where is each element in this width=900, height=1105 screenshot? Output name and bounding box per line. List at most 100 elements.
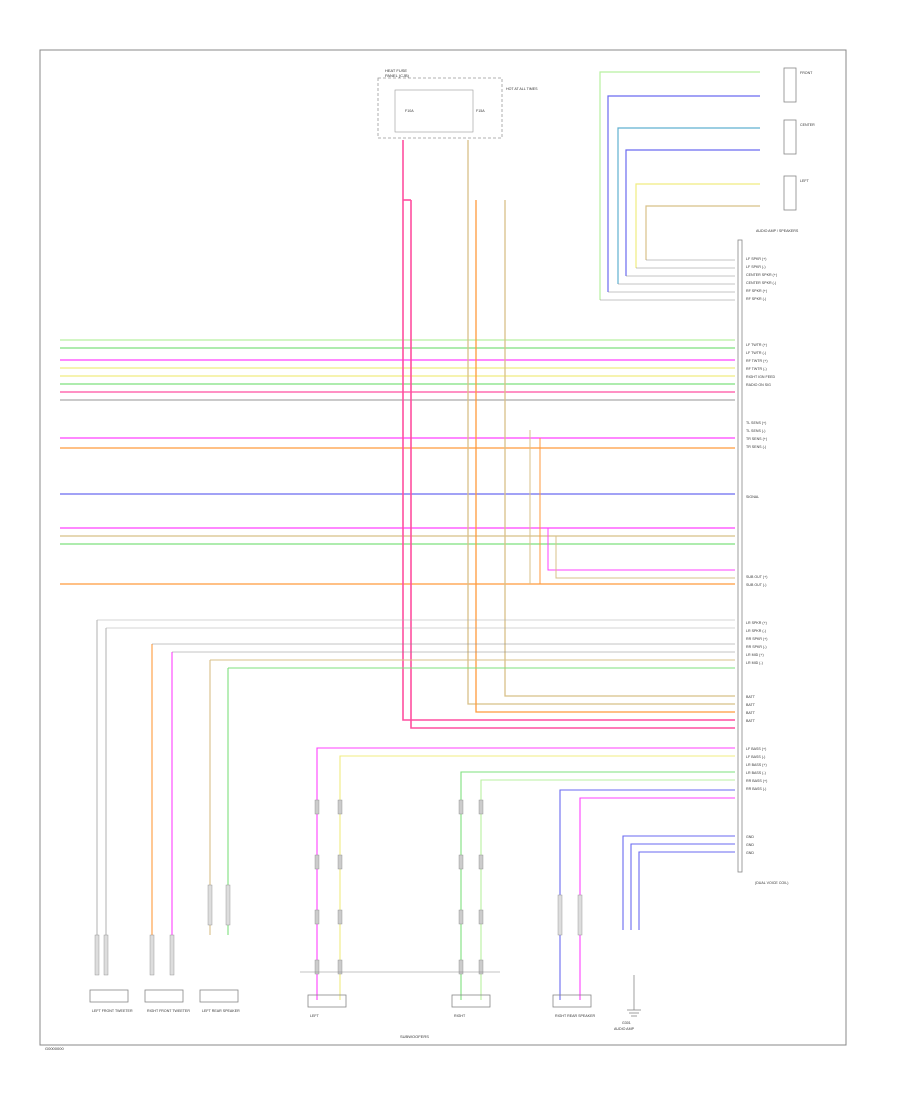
- sub-wire: [316, 747, 735, 1000]
- pin-label: LR MID (+): [746, 653, 764, 657]
- speaker-label: LEFT REAR SPEAKER: [202, 1009, 240, 1013]
- front-speakers: FRONT CENTER LEFT AUDIO AMP / SPEAKERS: [756, 67, 815, 233]
- pin-label: RF SPKR (+): [746, 289, 767, 293]
- pin-label: GND: [746, 843, 754, 847]
- fuse-a-label: F10A: [405, 109, 414, 113]
- inline-connector: [458, 854, 464, 870]
- inline-connector: [314, 959, 320, 975]
- front-wire: [599, 71, 760, 300]
- pin-label: LF BASS (+): [746, 747, 766, 751]
- inline-connector: [337, 854, 343, 870]
- pin-label: LR BASS (+): [746, 763, 767, 767]
- gnd-wire: [638, 851, 735, 930]
- front-wire: [617, 127, 760, 284]
- inline-connector: [478, 909, 484, 925]
- pin-label: RR SPKR (+): [746, 637, 767, 641]
- inline-connectors: [94, 799, 583, 976]
- inline-connector: [337, 909, 343, 925]
- inline-connector: [478, 854, 484, 870]
- gnd-wire: [622, 835, 735, 930]
- speaker-label: LEFT: [310, 1014, 320, 1018]
- sub-wire: [559, 789, 735, 1000]
- pin-label: RADIO ON SIG: [746, 383, 771, 387]
- speaker-connector: [169, 934, 175, 976]
- speaker-box: [307, 994, 347, 1008]
- speaker-connector: [577, 894, 583, 936]
- link-wire: [555, 536, 735, 579]
- front-speaker-label-0: FRONT: [800, 71, 813, 75]
- pin-label: SUB OUT (+): [746, 575, 767, 579]
- diagram-frame: [39, 49, 847, 1046]
- front-speaker-label-2: LEFT: [800, 179, 810, 183]
- front-wire: [607, 95, 760, 292]
- feed-wire: [467, 140, 735, 705]
- footer-left: G0000000: [45, 1046, 64, 1051]
- inline-connector: [314, 909, 320, 925]
- pin-label: SIGNAL: [746, 495, 759, 499]
- amp-connector-strip: [737, 239, 743, 873]
- pin-label: TL SENS (-): [746, 429, 765, 433]
- pin-label: RF TWTR (-): [746, 367, 767, 371]
- speaker-box: [451, 994, 491, 1008]
- bottom-speakers: LEFT FRONT TWEETER RIGHT FRONT TWEETER LEF…: [89, 971, 595, 1018]
- speaker-box: [552, 994, 592, 1008]
- speaker-label: RIGHT FRONT TWEETER: [147, 1009, 190, 1013]
- fuse-panel: HEAT FUSE PANEL (CJB) HOT AT ALL TIMES F…: [377, 68, 538, 139]
- front-wire: [645, 205, 760, 260]
- pin-label: LF BASS (-): [746, 755, 765, 759]
- pin-label: SUB OUT (-): [746, 583, 767, 587]
- pin-label: LF TWTR (-): [746, 351, 766, 355]
- inline-connector: [314, 854, 320, 870]
- fuse-panel-note: HOT AT ALL TIMES: [506, 87, 538, 91]
- link-wire: [547, 528, 735, 571]
- speaker-connector: [149, 934, 155, 976]
- inline-connector: [314, 799, 320, 815]
- sub-note: (DUAL VOICE COIL): [755, 881, 788, 885]
- footer-center: SUBWOOFERS: [400, 1034, 429, 1039]
- inline-connector: [478, 959, 484, 975]
- pin-label: GND: [746, 835, 754, 839]
- speaker-connector: [207, 884, 213, 926]
- pin-label: LR SPKR (+): [746, 621, 767, 625]
- sub-wire: [480, 779, 735, 1000]
- speaker-box: [89, 989, 129, 1003]
- feed-wire: [410, 200, 735, 729]
- speaker-connector: [103, 934, 109, 976]
- feed-wire: [475, 200, 735, 713]
- speaker-label: LEFT FRONT TWEETER: [92, 1009, 133, 1013]
- speaker-label: RIGHT REAR SPEAKER: [555, 1014, 595, 1018]
- pin-label: BATT: [746, 703, 756, 707]
- pin-label: TR SENS (-): [746, 445, 766, 449]
- feed-wire: [402, 140, 735, 721]
- inline-connector: [458, 909, 464, 925]
- pin-label: CENTER SPKR (+): [746, 273, 777, 277]
- pin-label: LR SPKR (-): [746, 629, 766, 633]
- pin-label: RF TWTR (+): [746, 359, 768, 363]
- fuse-b-label: F15A: [476, 109, 485, 113]
- pin-label: RR SPKR (-): [746, 645, 767, 649]
- speaker-connector: [225, 884, 231, 926]
- speaker-connector: [557, 894, 563, 936]
- fuse-panel-sub: PANEL (CJB): [385, 73, 410, 78]
- speaker-connector: [94, 934, 100, 976]
- pin-label: BATT: [746, 719, 756, 723]
- amp-bottom-label: AUDIO AMP: [614, 1027, 635, 1031]
- amp-pin-labels: LF SPKR (+)LF SPKR (-)CENTER SPKR (+)CEN…: [746, 257, 777, 855]
- amp-title: AUDIO AMP / SPEAKERS: [756, 229, 799, 233]
- pin-label: CENTER SPKR (-): [746, 281, 776, 285]
- front-wire: [625, 149, 760, 276]
- speaker-box: [199, 989, 239, 1003]
- ground-symbol: G301 AUDIO AMP: [614, 975, 641, 1031]
- sub-wire: [339, 755, 735, 1000]
- pin-label: LR MID (-): [746, 661, 763, 665]
- sub-wire: [460, 771, 735, 1000]
- pin-label: RR BASS (+): [746, 779, 767, 783]
- pin-label: LR BASS (-): [746, 771, 766, 775]
- speaker-box: [144, 989, 184, 1003]
- front-speaker-label-1: CENTER: [800, 123, 815, 127]
- pin-label: RR BASS (-): [746, 787, 766, 791]
- wire-harness: [60, 71, 760, 1000]
- pin-label: LF SPKR (-): [746, 265, 766, 269]
- inline-connector: [337, 799, 343, 815]
